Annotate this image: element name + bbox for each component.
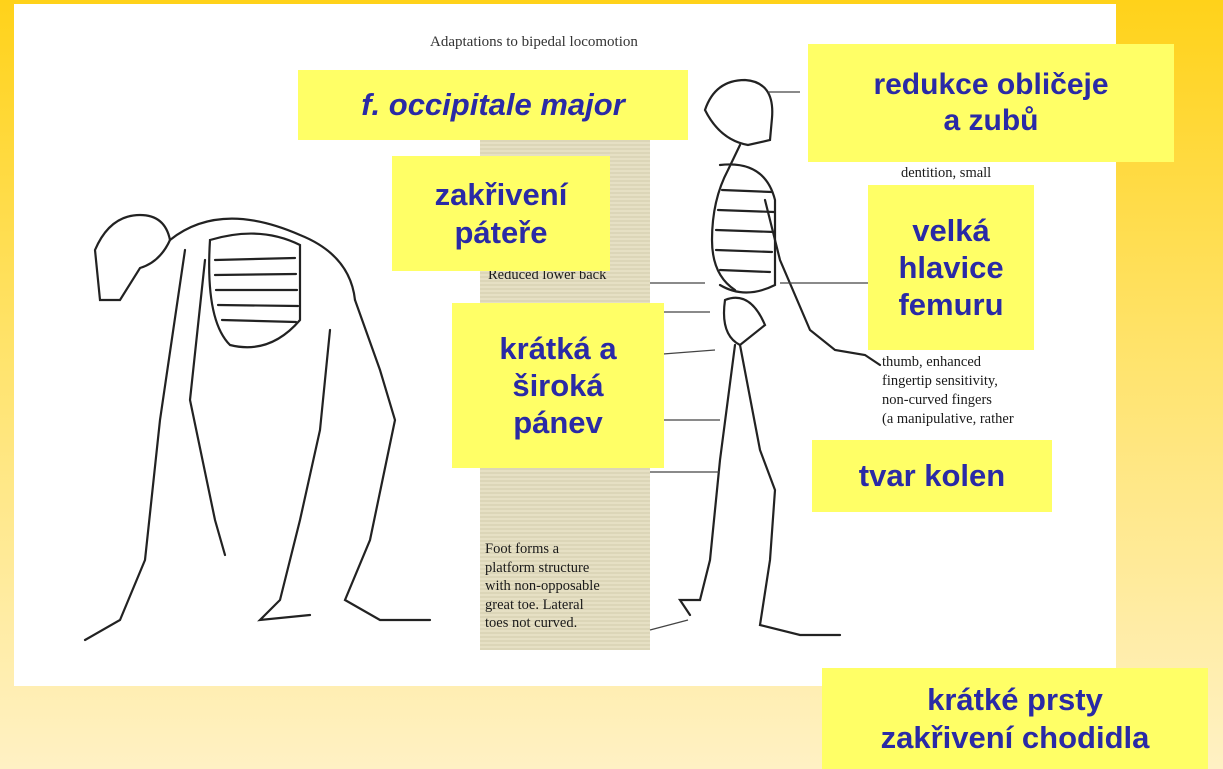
label-face: redukce obličeje a zubů (808, 44, 1174, 162)
scan-text-thumb: thumb, enhanced fingertip sensitivity, n… (882, 353, 1014, 429)
human-skeleton-drawing (680, 80, 880, 635)
label-knee: tvar kolen (812, 440, 1052, 512)
chimpanzee-skeleton-drawing (85, 215, 430, 640)
label-femur: velká hlavice femuru (868, 185, 1034, 350)
scan-text-dentition: dentition, small (901, 164, 991, 182)
label-toes: krátké prsty zakřivení chodidla (822, 668, 1208, 769)
label-spine: zakřivení páteře (392, 156, 610, 271)
scan-text-foot: Foot forms a platform structure with non… (485, 540, 600, 633)
label-occipitale: f. occipitale major (298, 70, 688, 140)
label-pelvis: krátká a široká pánev (452, 303, 664, 468)
